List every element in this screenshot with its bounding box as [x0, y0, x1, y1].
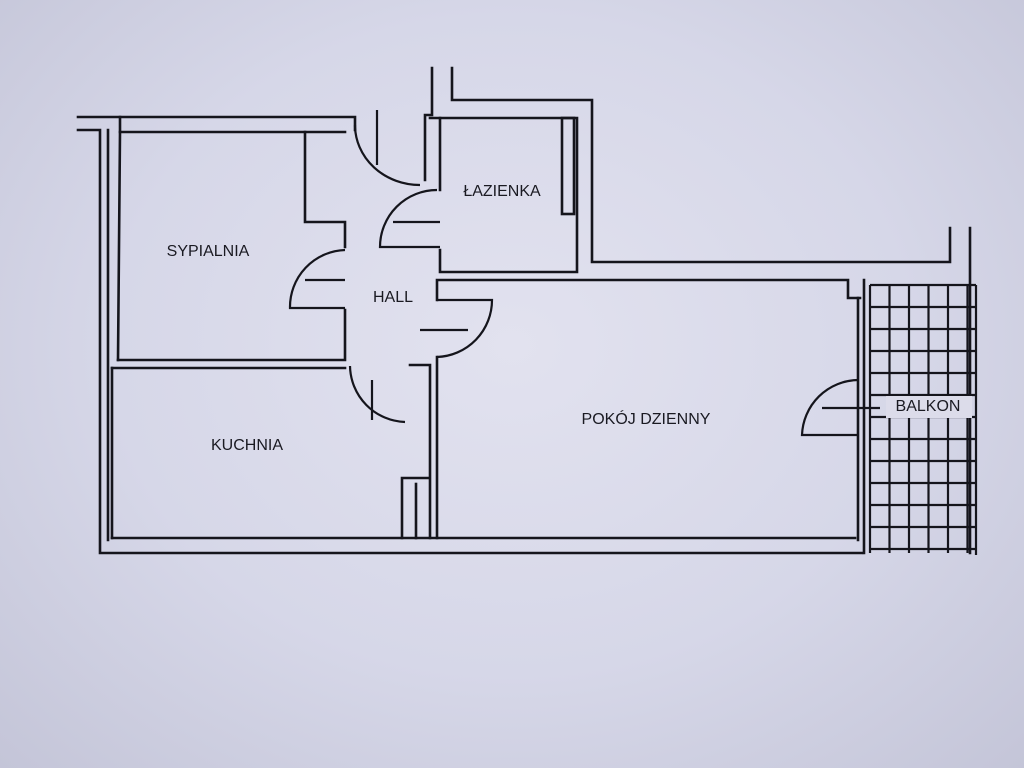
label-bedroom: SYPIALNIA	[167, 243, 250, 260]
balcony-tiles	[868, 283, 978, 555]
bathroom-door	[378, 188, 440, 249]
living-room-door	[436, 298, 494, 359]
label-kitchen: KUCHNIA	[211, 437, 283, 454]
bedroom-door	[288, 248, 346, 310]
kitchen-door	[348, 365, 406, 424]
label-balcony: BALKON	[896, 398, 961, 415]
doors	[288, 110, 880, 437]
label-living-room: POKÓJ DZIENNY	[582, 409, 711, 428]
balcony-label-bg	[886, 396, 972, 418]
label-hall: HALL	[373, 289, 413, 306]
entrance-door	[353, 124, 421, 187]
label-bathroom: ŁAZIENKA	[463, 183, 541, 200]
room-labels: SYPIALNIA ŁAZIENKA HALL KUCHNIA POKÓJ DZ…	[167, 183, 961, 454]
walls	[76, 66, 972, 555]
balcony-door	[800, 378, 859, 437]
